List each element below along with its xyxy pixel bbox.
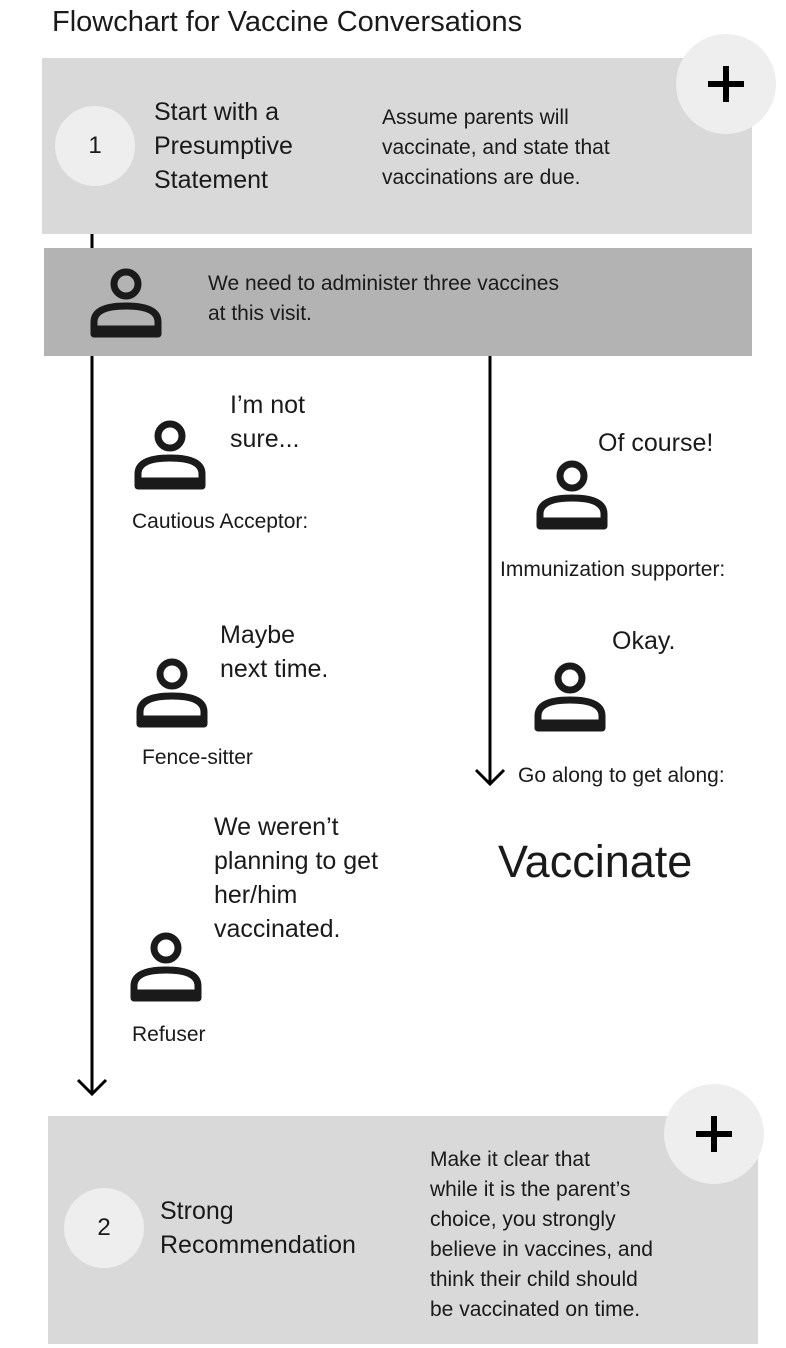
step1-title-line: Presumptive [154,132,293,160]
refuser-speech: We weren’t planning to get her/him vacci… [214,810,378,946]
speech-line: planning to get [214,847,379,875]
step2-title-line: Strong [160,1197,234,1225]
plus-icon [708,66,744,102]
step1-desc-line: vaccinations are due. [382,166,581,189]
cautious-acceptor-speech: I’m not sure... [230,388,305,456]
step2-desc-line: while it is the parent’s [430,1178,631,1201]
cautious-acceptor-label: Cautious Acceptor: [132,510,309,533]
immunization-supporter-speech: Of course! [598,426,713,460]
step1-description: Assume parents will vaccinate, and state… [382,103,610,193]
person-icon [534,662,606,732]
plus-icon [696,1116,732,1152]
step2-title: Strong Recommendation [160,1194,356,1262]
immunization-supporter-label: Immunization supporter: [500,558,726,581]
arrowhead-left [76,1078,108,1097]
person-icon [134,420,206,490]
provider-speech-line: We need to administer three vaccines [208,272,559,295]
step2-number-badge: 2 [64,1188,144,1268]
step1-panel [42,58,752,234]
step1-desc-line: Assume parents will [382,106,569,129]
step1-title: Start with a Presumptive Statement [154,95,293,197]
step1-title-line: Statement [154,166,268,194]
step2-number: 2 [97,1214,111,1241]
provider-speech: We need to administer three vaccines at … [208,269,559,329]
go-along-speech: Okay. [612,624,675,658]
vaccinate-outcome: Vaccinate [498,836,693,887]
step2-description: Make it clear that while it is the paren… [430,1145,653,1325]
fence-sitter-speech: Maybe next time. [220,618,328,686]
step1-desc-line: vaccinate, and state that [382,136,610,159]
step2-expand-button[interactable] [664,1084,764,1184]
provider-statement-panel [44,248,752,356]
step2-desc-line: choice, you strongly [430,1208,616,1231]
person-icon [136,658,208,728]
step1-expand-button[interactable] [676,34,776,134]
page-title: Flowchart for Vaccine Conversations [52,6,523,38]
speech-line: sure... [230,425,300,453]
step1-title-line: Start with a [154,98,280,126]
step2-panel [48,1116,758,1344]
step2-desc-line: believe in vaccines, and [430,1238,653,1261]
speech-line: next time. [220,655,329,683]
speech-line: I’m not [230,391,306,419]
step1-number: 1 [88,132,102,159]
person-icon [536,460,608,530]
speech-line: Maybe [220,621,296,649]
refuser-label: Refuser [132,1023,206,1046]
step2-title-line: Recommendation [160,1231,356,1259]
speech-line: Of course! [598,429,714,457]
step2-desc-line: be vaccinated on time. [430,1298,641,1321]
speech-line: We weren’t [214,813,339,841]
step2-desc-line: think their child should [430,1268,638,1291]
speech-line: vaccinated. [214,915,341,943]
fence-sitter-label: Fence-sitter [142,746,253,769]
step2-desc-line: Make it clear that [430,1148,590,1171]
speech-line: Okay. [612,627,676,655]
person-icon [90,268,162,338]
provider-speech-line: at this visit. [208,302,312,325]
step1-number-badge: 1 [55,106,135,186]
person-icon [130,932,202,1002]
arrowhead-right [474,768,506,787]
go-along-label: Go along to get along: [518,764,725,787]
speech-line: her/him [214,881,298,909]
